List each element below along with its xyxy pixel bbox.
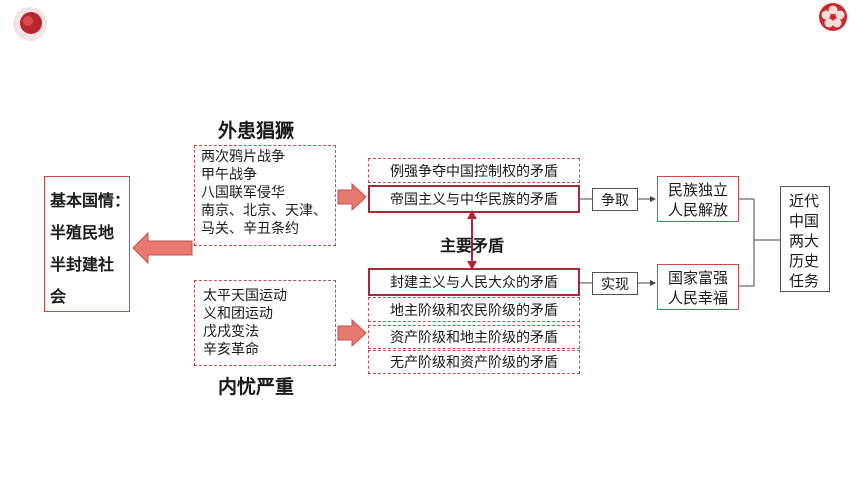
- contradiction-box: 无产阶级和资产阶级的矛盾: [368, 350, 580, 374]
- goal-line: 人民幸福: [668, 289, 729, 307]
- contradiction-box: 资产阶级和地主阶级的矛盾: [368, 325, 580, 349]
- contradiction-box: 例强争夺中国控制权的矛盾: [368, 158, 580, 183]
- task-line: 两大: [789, 232, 820, 250]
- foreign-item: 马关、辛丑条约: [201, 221, 299, 237]
- strive-label: 争取: [601, 192, 629, 209]
- contradiction-text: 帝国主义与中华民族的矛盾: [390, 192, 558, 208]
- basic-line-4: 会: [50, 287, 67, 306]
- foreign-item: 南京、北京、天津、: [201, 203, 327, 219]
- contradiction-box: 地主阶级和农民阶级的矛盾: [368, 297, 580, 322]
- foreign-item: 两次鸦片战争: [201, 149, 285, 165]
- task-line: 历史: [789, 252, 820, 270]
- goal-line: 民族独立: [668, 181, 729, 199]
- goal-line: 人民解放: [668, 201, 729, 219]
- right-arrow-top: [337, 182, 367, 212]
- historic-tasks-box: 近代 中国 两大 历史 任务: [780, 186, 830, 292]
- plum-blossom-icon: [818, 2, 848, 32]
- basic-situation-box: 基本国情： 半殖民地 半封建社 会: [44, 176, 130, 312]
- basic-line-2: 半殖民地: [50, 223, 115, 242]
- right-arrow-bottom: [337, 318, 367, 348]
- goal-box-independence: 民族独立 人民解放: [657, 176, 739, 222]
- task-line: 近代: [789, 192, 820, 210]
- left-arrow: [132, 231, 193, 265]
- contradiction-text: 无产阶级和资产阶级的矛盾: [390, 355, 558, 371]
- foreign-list-box: 两次鸦片战争 甲午战争 八国联军侵华 南京、北京、天津、 马关、辛丑条约: [194, 145, 336, 246]
- domestic-item: 戊戌变法: [203, 324, 259, 340]
- ink-blot-logo: [8, 4, 52, 44]
- basic-line-1: 基本国情：: [50, 191, 131, 210]
- goal-line: 国家富强: [668, 269, 729, 287]
- basic-line-3: 半封建社: [50, 255, 115, 274]
- domestic-item: 太平天国运动: [203, 288, 287, 304]
- domestic-item: 义和团运动: [203, 306, 273, 322]
- task-line: 中国: [789, 212, 820, 230]
- foreign-item: 八国联军侵华: [201, 185, 285, 201]
- contradiction-text: 封建主义与人民大众的矛盾: [390, 275, 558, 291]
- strive-box: 争取: [592, 188, 638, 211]
- domestic-title: 内忧严重: [218, 376, 295, 398]
- contradiction-text: 例强争夺中国控制权的矛盾: [390, 163, 558, 180]
- realize-box: 实现: [592, 272, 638, 295]
- main-contradiction-label: 主要矛盾: [440, 236, 505, 255]
- domestic-item: 辛亥革命: [203, 342, 259, 358]
- realize-label: 实现: [601, 276, 629, 293]
- domestic-list-box: 太平天国运动 义和团运动 戊戌变法 辛亥革命: [194, 280, 336, 366]
- foreign-title: 外患猖獗: [218, 120, 295, 142]
- goal-box-prosperity: 国家富强 人民幸福: [657, 264, 739, 310]
- foreign-item: 甲午战争: [201, 167, 257, 183]
- contradiction-text: 资产阶级和地主阶级的矛盾: [390, 330, 558, 346]
- main-contradiction-box-domestic: 封建主义与人民大众的矛盾: [368, 268, 580, 296]
- main-contradiction-box-foreign: 帝国主义与中华民族的矛盾: [368, 185, 580, 213]
- contradiction-text: 地主阶级和农民阶级的矛盾: [390, 302, 558, 319]
- task-line: 任务: [789, 272, 820, 290]
